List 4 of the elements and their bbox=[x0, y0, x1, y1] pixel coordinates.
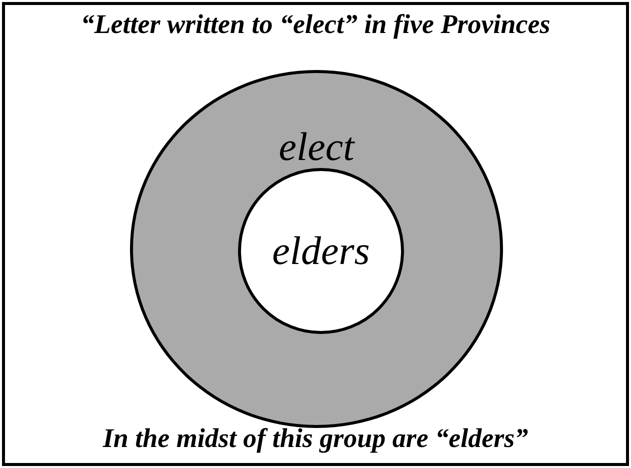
circle-label: elders bbox=[271, 229, 371, 273]
caption: In the midst of this group are “elders” bbox=[102, 423, 530, 454]
circle-label: elect bbox=[278, 125, 356, 169]
title: “Letter written to “elect” in five Provinces bbox=[80, 9, 552, 40]
